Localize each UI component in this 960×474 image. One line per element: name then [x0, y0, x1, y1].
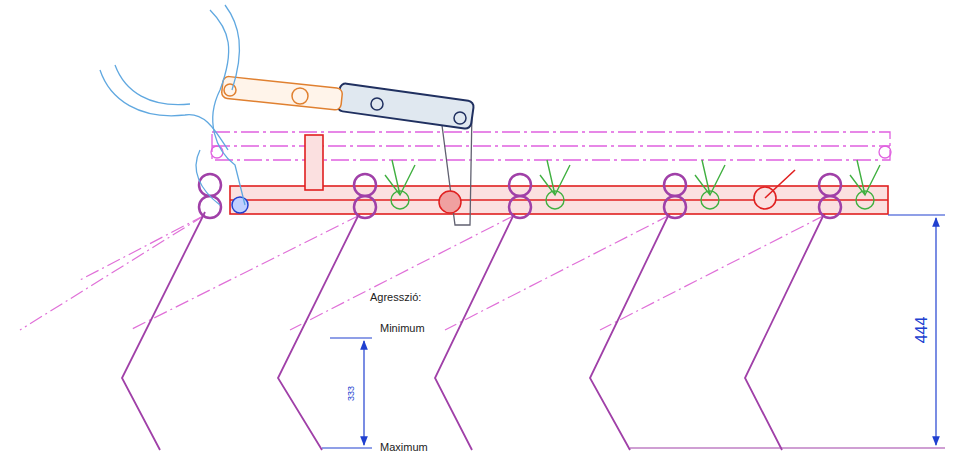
dimension-value: 333 [347, 383, 358, 402]
handle-outline [100, 5, 245, 205]
dimension-line [322, 215, 945, 448]
setting-label: Maximum [378, 441, 430, 454]
setting-label: Minimum [378, 322, 427, 335]
tine-alt-position [20, 215, 825, 330]
note-label: Agresszió: [368, 291, 423, 304]
lever [221, 76, 474, 225]
main-frame [230, 135, 888, 214]
spring-coil [199, 174, 841, 218]
dimension-value: 444 [913, 315, 931, 346]
tine [122, 212, 825, 450]
